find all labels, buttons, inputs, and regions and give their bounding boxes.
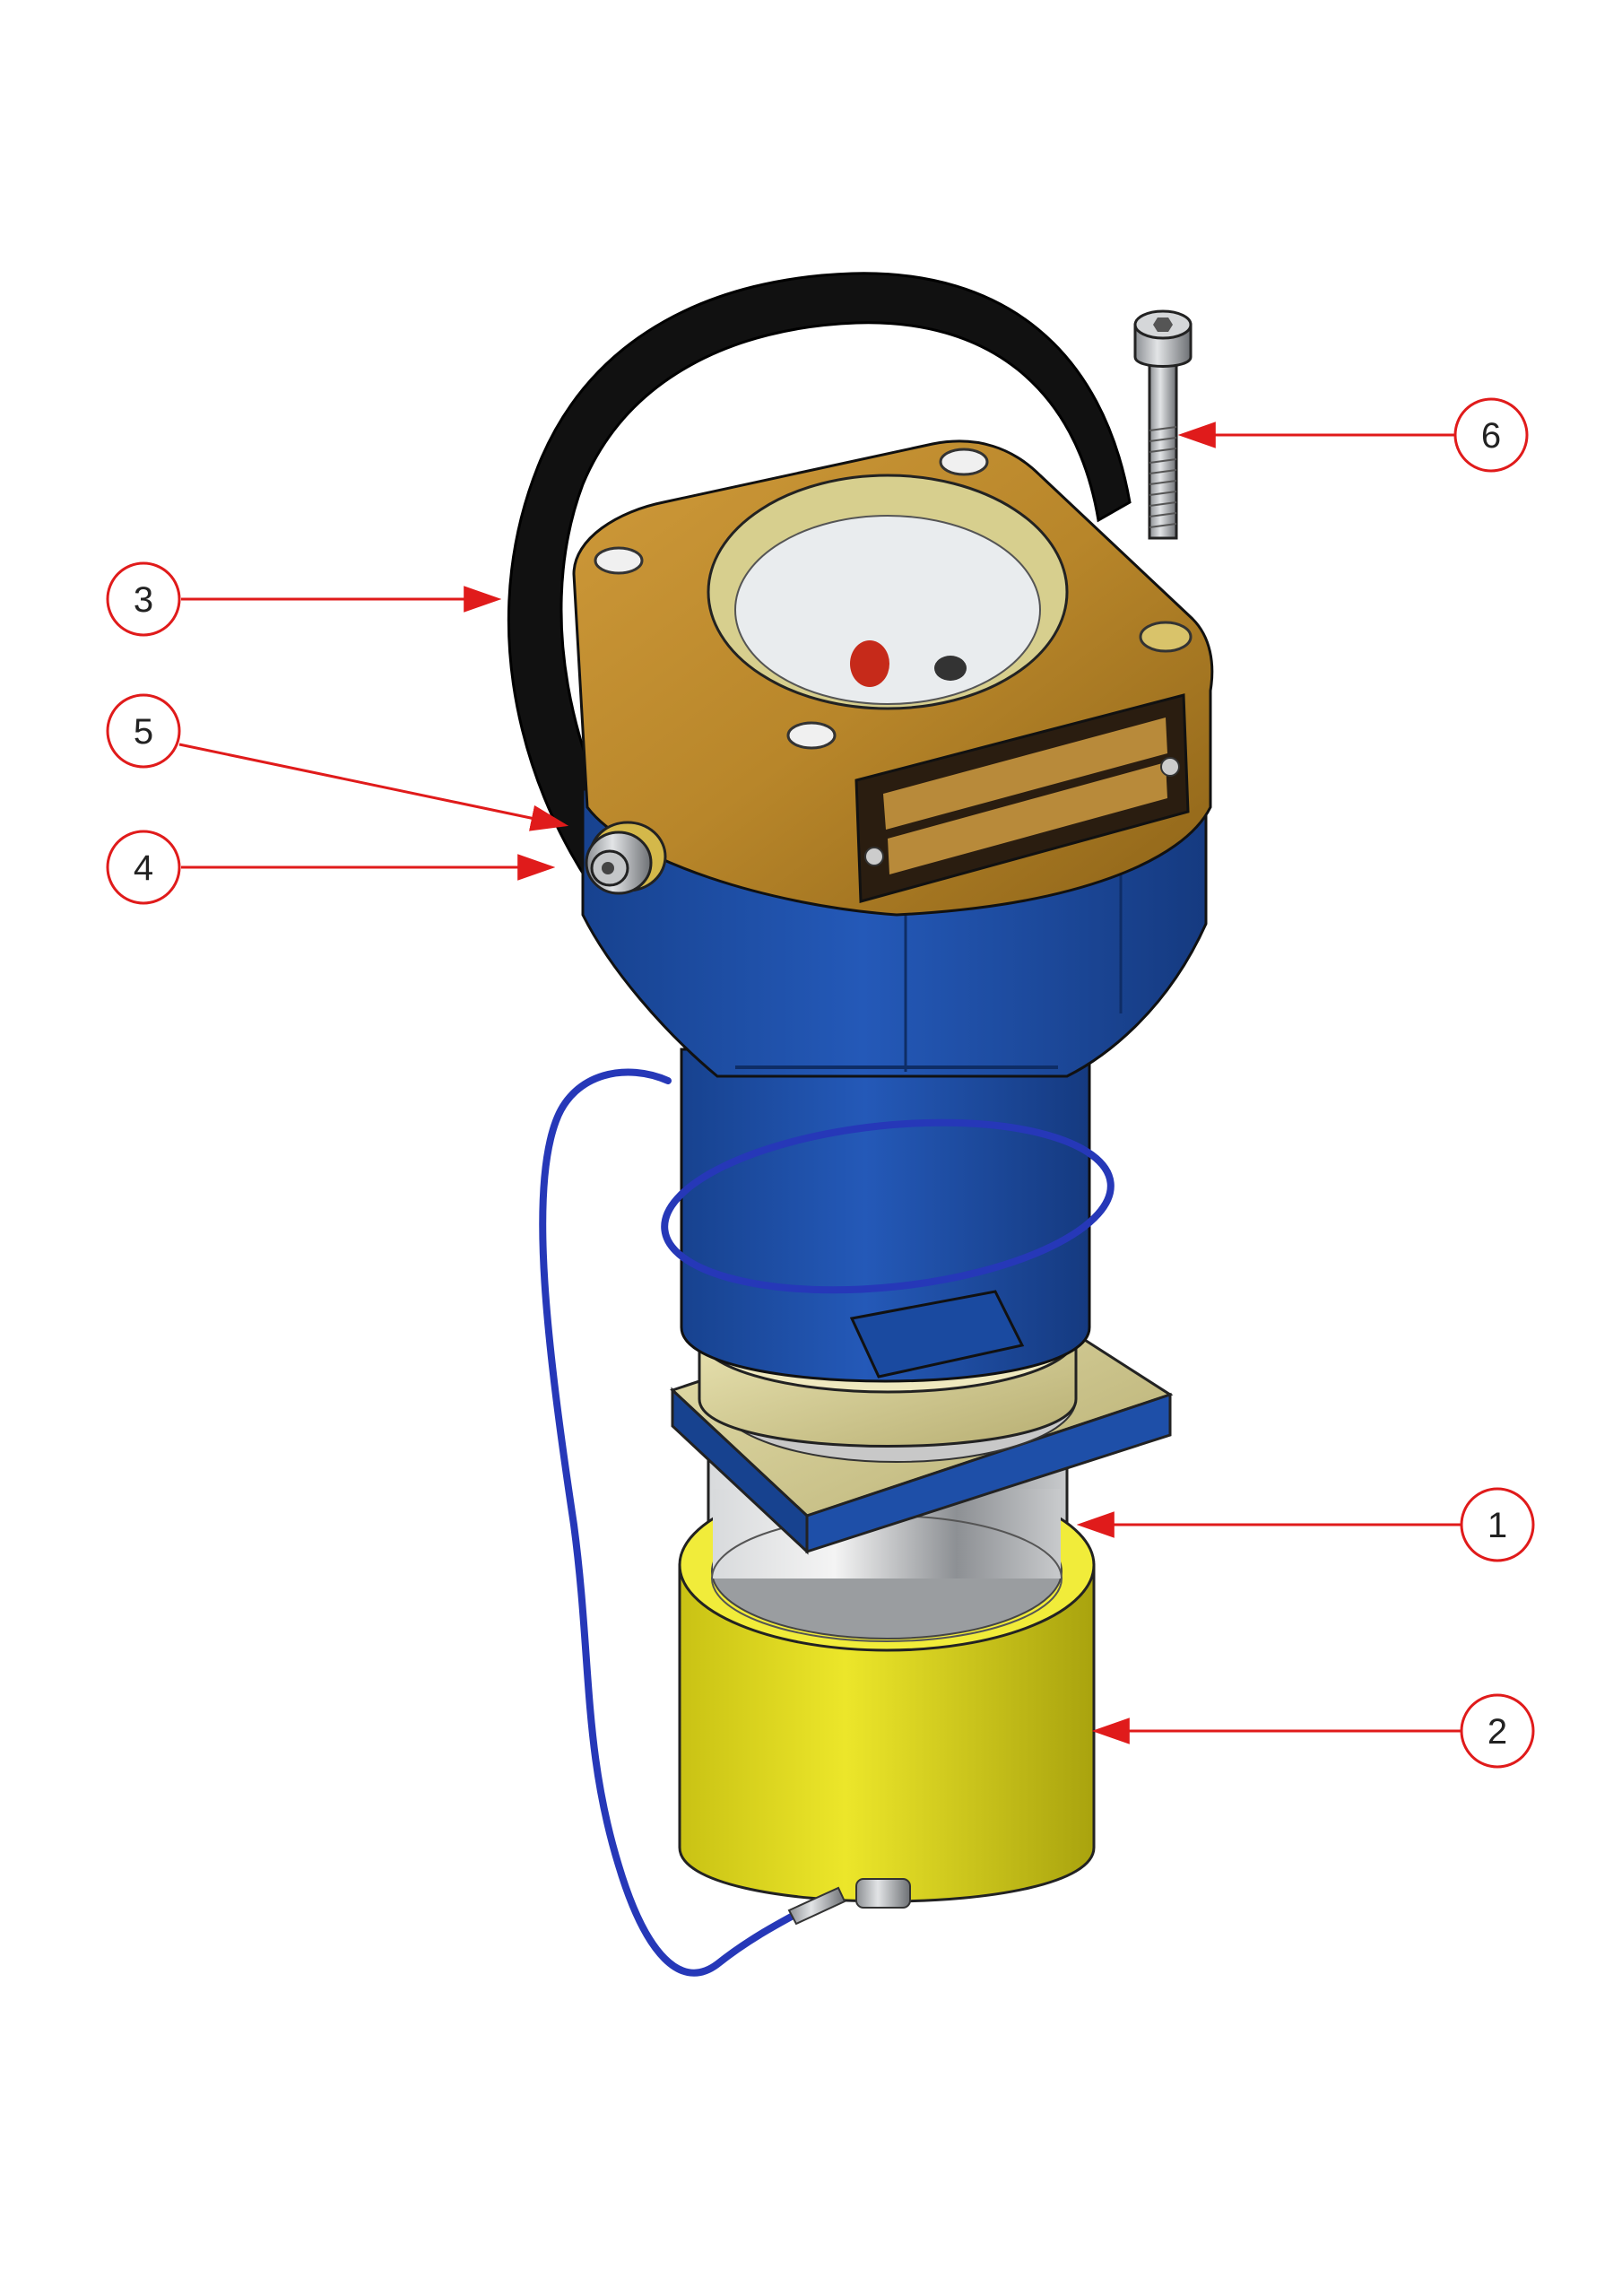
callout-6-label: 6 [1481,416,1501,456]
bolt-hole [939,448,989,476]
sensor-body-neck [680,1048,1091,1383]
callout-5-label: 5 [134,712,153,752]
wire-loop [661,1118,1115,1294]
callout-leaders [178,422,1461,1744]
callout-4: 4 [106,830,181,905]
nameplate [854,693,1190,903]
sensor-cable [539,1068,837,1977]
callout-3-label: 3 [134,580,153,620]
callout-5: 5 [106,693,181,769]
bolt-hole [594,546,644,575]
protective-cap [678,1478,1096,1903]
callout-2-label: 2 [1488,1712,1507,1752]
indicator-pointer [850,640,889,687]
side-screw-assembly [585,821,667,895]
callout-6: 6 [1453,397,1529,473]
callout-1: 1 [1460,1487,1535,1562]
carrying-strap [507,272,1132,935]
callout-3: 3 [106,561,181,637]
callout-4-label: 4 [134,848,153,888]
callout-5-leader [178,743,569,831]
bolt-hole [1139,621,1193,653]
cable-gland-bottom [787,1878,911,1926]
callout-2: 2 [1460,1693,1535,1769]
callout-1-label: 1 [1488,1506,1507,1545]
meter-head [572,439,1214,917]
cap-screw [1133,309,1193,540]
bolt-hole [786,721,837,750]
